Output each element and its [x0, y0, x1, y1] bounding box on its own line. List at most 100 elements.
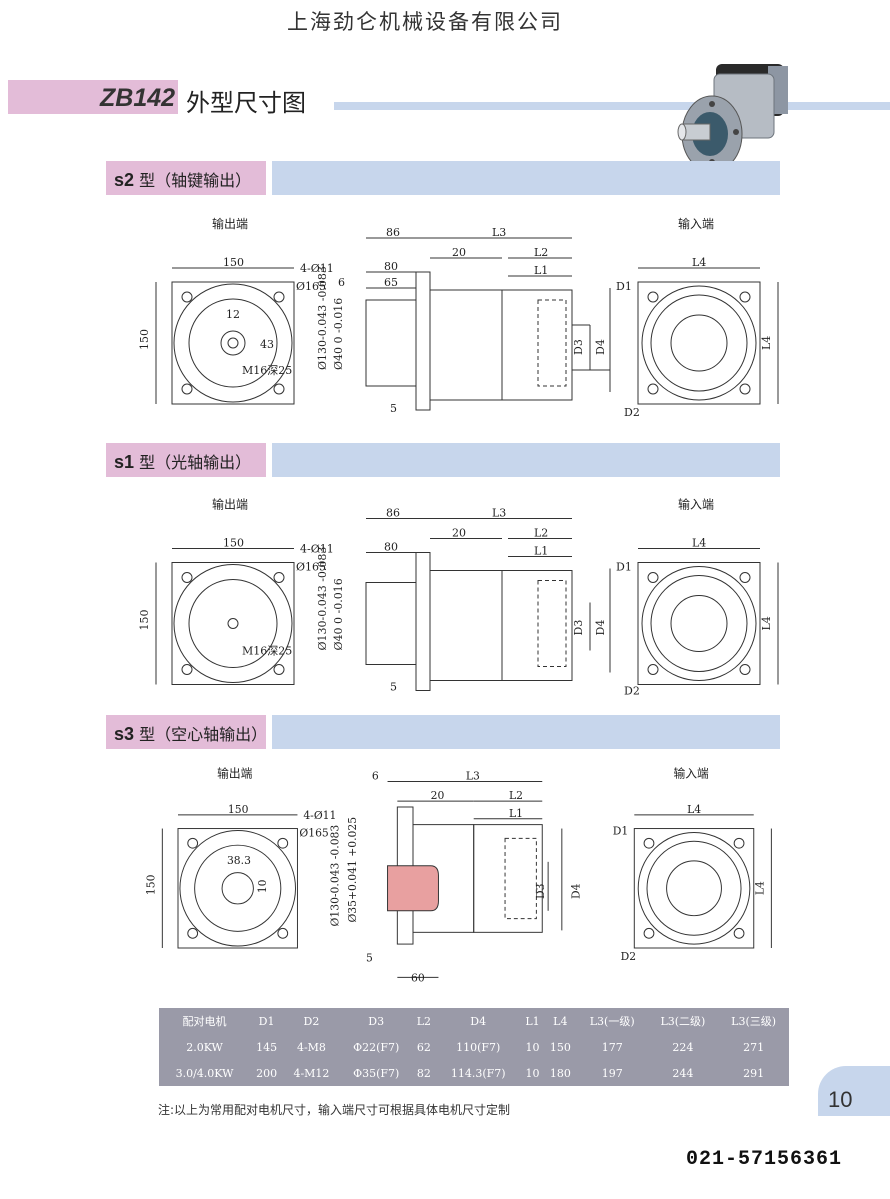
page-number: 10 — [828, 1087, 853, 1112]
section-bar-s1 — [272, 443, 780, 477]
table-cell: Φ35(F7) — [353, 1066, 400, 1080]
dim-80: 80 — [384, 260, 398, 273]
side-view — [365, 237, 611, 411]
dim-square-height: 150 — [145, 874, 158, 895]
company-name: 上海劲仑机械设备有限公司 — [287, 10, 563, 34]
dim-hole-height: 10 — [256, 879, 269, 893]
table-cell: Φ22(F7) — [353, 1040, 400, 1054]
section-tag-s2 — [106, 161, 266, 195]
table-cell: 145 — [256, 1040, 278, 1054]
gearbox-photo — [677, 64, 788, 162]
dim-pcd: Ø165 — [296, 280, 326, 293]
table-cell: 200 — [256, 1066, 278, 1080]
footnote: 注:以上为常用配对电机尺寸，输入端尺寸可根据具体电机尺寸定制 — [158, 1103, 511, 1117]
dim-d1: D1 — [613, 824, 628, 837]
dim-bore2: Ø40 0 -0.016 — [332, 578, 345, 650]
flange-front-view — [161, 814, 298, 949]
dim-6: 6 — [372, 770, 379, 783]
dim-d3: D3 — [534, 883, 547, 899]
dim-l1: L1 — [534, 264, 548, 277]
dim-60: 60 — [411, 971, 425, 984]
section-tag-s1 — [106, 443, 266, 477]
table-row: 3.0/4.0KW 200 4-M12 Φ35(F7) 82 114.3(F7)… — [159, 1060, 789, 1086]
dim-20: 20 — [452, 246, 466, 259]
section-code: s1 — [114, 452, 135, 472]
section-title-text: 型（轴键输出） — [139, 171, 252, 190]
dim-l1: L1 — [509, 807, 523, 820]
drawing-s3: 输出端 输入端 150 150 4-Ø11 Ø165 38.3 10 6 L3 … — [145, 767, 772, 984]
input-end-label: 输入端 — [678, 497, 714, 512]
dim-20: 20 — [452, 527, 466, 540]
section-code: s2 — [114, 170, 135, 190]
drawing-s2: 输出端 输入端 150 150 4-Ø11 Ø165 12 43 M16深25 … — [138, 216, 779, 419]
dim-l3: L3 — [466, 770, 480, 783]
output-end-label: 输出端 — [212, 497, 248, 512]
dim-pcd: Ø165 — [299, 826, 329, 839]
dim-bolt-holes: 4-Ø11 — [300, 543, 334, 556]
dim-bore1: Ø130-0.043 -0.083 — [316, 266, 329, 370]
section-title-s1: s1 型（光轴输出） — [114, 449, 251, 473]
table-cell: 244 — [672, 1066, 694, 1080]
input-end-view — [637, 548, 779, 685]
dim-square-width: 150 — [228, 803, 249, 816]
table-cell: 291 — [743, 1066, 765, 1080]
table-cell: 177 — [601, 1040, 623, 1054]
dim-pcd: Ø165 — [296, 561, 326, 574]
dim-bore1: Ø130-0.043 -0.083 — [329, 825, 342, 927]
table-cell: 10 — [525, 1066, 540, 1080]
table-cell: 271 — [743, 1040, 765, 1054]
side-view — [365, 518, 611, 691]
section-code: s3 — [114, 724, 135, 744]
dim-6: 6 — [338, 276, 345, 289]
table-cell: 2.0KW — [186, 1040, 223, 1054]
dim-l2: L2 — [534, 246, 548, 259]
dim-65: 65 — [384, 276, 398, 289]
dim-square-width: 150 — [223, 537, 244, 550]
dim-bore2: Ø40 0 -0.016 — [332, 298, 345, 370]
dim-86: 86 — [386, 226, 400, 239]
table-cell: 10 — [525, 1040, 540, 1054]
title-rule — [334, 102, 890, 110]
dim-l1: L1 — [534, 545, 548, 558]
dim-d4: D4 — [594, 620, 607, 636]
dim-d4: D4 — [569, 883, 582, 899]
dim-5: 5 — [366, 952, 373, 965]
page-number-tab — [818, 1066, 890, 1116]
dim-bolt-holes: 4-Ø11 — [303, 809, 336, 822]
dim-l4: L4 — [687, 803, 701, 816]
dim-thread: M16深25 — [242, 364, 292, 377]
input-end-view — [637, 267, 779, 405]
dim-d3: D3 — [572, 620, 585, 636]
flange-front-view — [155, 267, 295, 405]
dim-bolt-holes: 4-Ø11 — [300, 262, 334, 275]
dim-key-width: 12 — [226, 308, 240, 321]
model-title-bar — [8, 80, 178, 114]
drawing-s1: 输出端 输入端 150 150 4-Ø11 Ø165 M16深25 86 L3 … — [138, 497, 779, 698]
table-cell: 224 — [672, 1040, 694, 1054]
section-title-text: 型（光轴输出） — [139, 453, 252, 472]
table-cell: 82 — [416, 1066, 431, 1080]
side-view — [387, 781, 563, 978]
table-header-cell: L2 — [416, 1014, 431, 1028]
section-title-s2: s2 型（轴键输出） — [114, 167, 251, 191]
table-header-cell: 配对电机 — [182, 1015, 227, 1028]
section-bar-s2 — [272, 161, 780, 195]
table-cell: 3.0/4.0KW — [175, 1066, 234, 1080]
dim-d1: D1 — [616, 561, 632, 574]
dim-l4: L4 — [692, 256, 706, 269]
dim-square-height: 150 — [138, 329, 151, 350]
table-cell: 197 — [601, 1066, 623, 1080]
dim-l4-vertical: L4 — [754, 881, 767, 895]
output-end-label: 输出端 — [217, 767, 252, 781]
flange-front-view — [155, 548, 295, 685]
table-header-cell: D4 — [470, 1014, 487, 1028]
dim-l2: L2 — [509, 789, 523, 802]
table-row: 2.0KW 145 4-M8 Φ22(F7) 62 110(F7) 10 150… — [159, 1034, 789, 1060]
dim-thread: M16深25 — [242, 645, 292, 658]
table-header-cell: D3 — [368, 1014, 385, 1028]
dim-l4-vertical: L4 — [760, 616, 773, 630]
section-title-s3: s3 型（空心轴输出） — [114, 721, 267, 745]
output-end-label: 输出端 — [212, 216, 248, 231]
table-header-row: 配对电机 D1 D2 D3 L2 D4 L1 L4 L3(一级) L3(二级) … — [159, 1008, 789, 1034]
table-cell: 62 — [416, 1040, 431, 1054]
